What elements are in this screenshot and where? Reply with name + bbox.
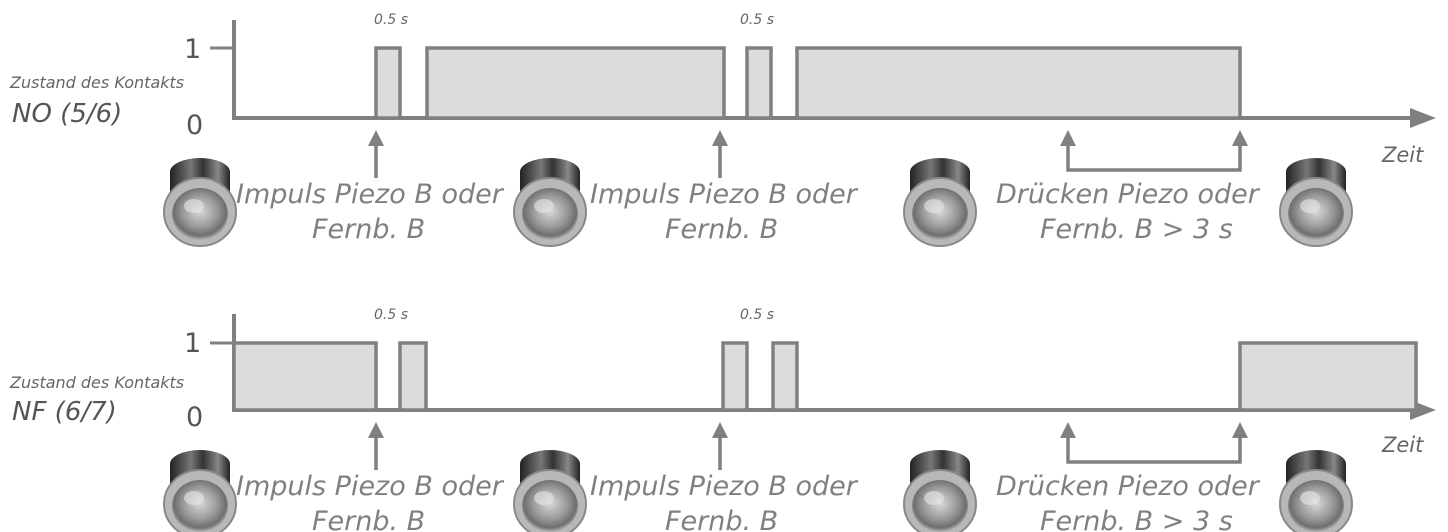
pulse: [374, 46, 402, 120]
x-axis-arrowhead: [1410, 108, 1436, 128]
pushbutton-icon: [513, 157, 587, 247]
level-low-label: 0: [186, 110, 203, 141]
arrowhead: [1060, 130, 1076, 146]
caption-impulse: Impuls Piezo B oder: [590, 179, 859, 210]
caption-impulse: Fernb. B: [665, 506, 778, 532]
contact-label: NO (5/6): [12, 99, 122, 129]
pulse: [745, 46, 773, 120]
hold-bracket: [1066, 142, 1242, 172]
diagram-nf: 1 0 Zustand des Kontakts NF (6/7) Zeit 0…: [9, 307, 1436, 532]
duration-label: 0.5 s: [740, 12, 774, 28]
caption-impulse: Fernb. B: [312, 214, 425, 245]
duration-label: 0.5 s: [740, 307, 774, 323]
pulse: [425, 46, 726, 120]
arrowhead: [1060, 422, 1076, 438]
caption-long-press: Fernb. B > 3 s: [1040, 506, 1233, 532]
caption-long-press: Fernb. B > 3 s: [1040, 214, 1233, 245]
level-high-label: 1: [184, 34, 201, 65]
pulse: [721, 341, 749, 412]
pulse: [398, 341, 428, 412]
arrowhead: [368, 130, 384, 146]
pulse: [771, 341, 799, 412]
pushbutton-icon: [513, 449, 587, 532]
arrowhead: [1232, 422, 1248, 438]
contact-label: NF (6/7): [12, 397, 117, 427]
diagram-no: 1 0 Zustand des Kontakts NO (5/6) Zeit 0…: [9, 12, 1436, 247]
pushbutton-icon: [903, 449, 977, 532]
duration-label: 0.5 s: [374, 12, 408, 28]
caption-impulse: Impuls Piezo B oder: [590, 471, 859, 502]
arrowhead: [1232, 130, 1248, 146]
level-low-label: 0: [186, 402, 203, 433]
pulse: [232, 341, 378, 412]
time-label: Zeit: [1381, 433, 1424, 457]
caption-impulse: Fernb. B: [312, 506, 425, 532]
pulse: [1238, 341, 1418, 412]
pushbutton-icon: [1279, 157, 1353, 247]
caption-long-press: Drücken Piezo oder: [996, 471, 1261, 502]
level-high-label: 1: [184, 328, 201, 359]
hold-bracket: [1066, 434, 1242, 464]
pushbutton-icon: [163, 157, 237, 247]
arrowhead: [368, 422, 384, 438]
pulse: [795, 46, 1242, 120]
caption-long-press: Drücken Piezo oder: [996, 179, 1261, 210]
pushbutton-icon: [163, 449, 237, 532]
state-label: Zustand des Kontakts: [9, 373, 184, 392]
caption-impulse: Impuls Piezo B oder: [236, 179, 505, 210]
caption-impulse: Impuls Piezo B oder: [236, 471, 505, 502]
arrowhead: [712, 422, 728, 438]
arrowhead: [712, 130, 728, 146]
time-label: Zeit: [1381, 143, 1424, 167]
caption-impulse: Fernb. B: [665, 214, 778, 245]
pushbutton-icon: [903, 157, 977, 247]
pushbutton-icon: [1279, 449, 1353, 532]
duration-label: 0.5 s: [374, 307, 408, 323]
state-label: Zustand des Kontakts: [9, 73, 184, 92]
